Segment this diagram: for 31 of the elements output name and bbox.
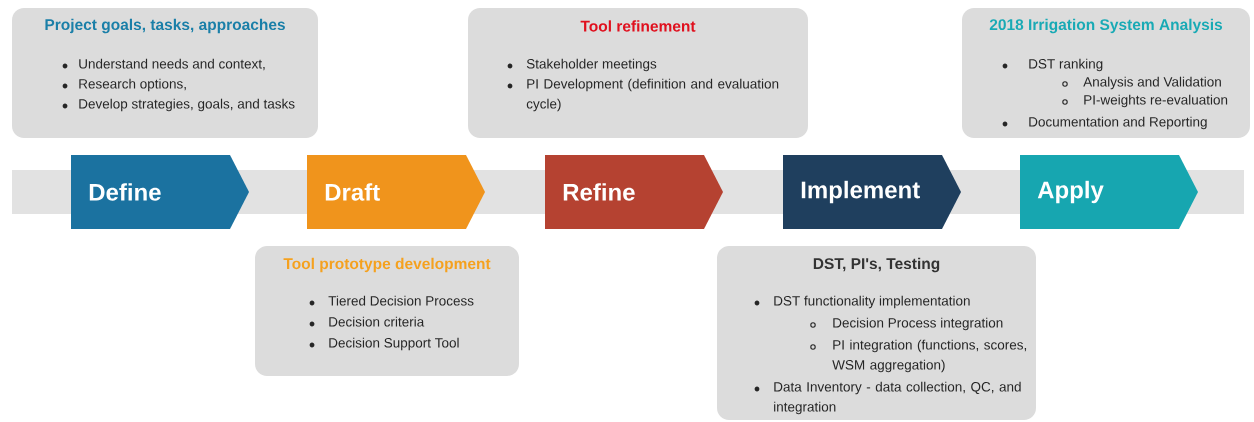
bullet-item: Data Inventory - data collection, QC, and integration — [754, 381, 1021, 415]
heading: Tool refinement — [580, 20, 696, 32]
bullet-item: Research options, — [62, 78, 186, 92]
phase-block: Refine — [545, 155, 723, 229]
heading: Project goals, tasks, approaches — [45, 18, 285, 34]
bullet-item: PI integration (functions, scores, WSM aggregation) — [810, 339, 1027, 373]
bullet-item: Analysis and Validation — [1062, 76, 1221, 90]
bullet-item: Decision criteria — [309, 316, 425, 327]
callout-box — [962, 8, 1250, 138]
callout-box — [468, 8, 808, 138]
phase-block: Apply — [1020, 155, 1198, 229]
heading: 2018 Irrigation System Analysis — [989, 18, 1223, 34]
bullet-item: DST ranking — [1002, 58, 1103, 72]
bullet-item: Understand needs and context, — [62, 58, 265, 71]
phase-block: Implement — [783, 155, 961, 229]
bullet-item: Tiered Decision Process — [309, 295, 474, 306]
phase-block: Define — [71, 155, 249, 229]
bullet-item: PI-weights re-evaluation — [1062, 94, 1228, 108]
bullet-item: Decision Support Tool — [309, 337, 459, 351]
callout-box — [717, 246, 1036, 420]
heading: DST, PI's, Testing — [813, 257, 940, 273]
bullet-item: Documentation and Reporting — [1002, 116, 1207, 130]
bullet-item: Decision Process integration — [810, 317, 1003, 331]
bullet-item: Stakeholder meetings — [507, 58, 657, 72]
bullet-item: Develop strategies, goals, and tasks — [62, 98, 295, 112]
bullet-item: PI Development (definition and evaluation cycle) — [507, 78, 779, 112]
phase-block: Draft — [307, 155, 485, 229]
bullet-item: DST functionality implementation — [754, 295, 970, 309]
callout-box — [255, 246, 519, 376]
callout-box — [12, 8, 318, 138]
heading: Tool prototype development — [283, 257, 491, 273]
